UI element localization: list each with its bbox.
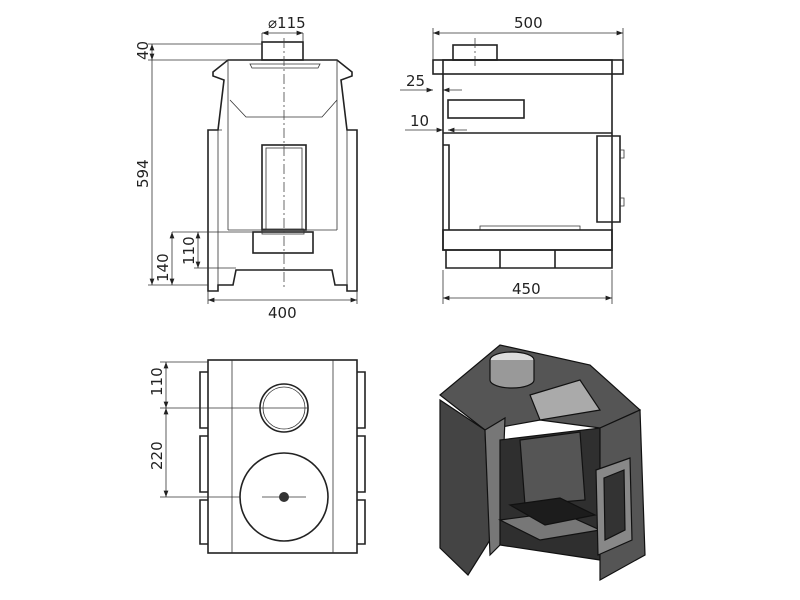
side-body	[442, 59, 613, 251]
dim-top-height: 40	[134, 41, 152, 60]
dim-offset-top: 25	[406, 72, 425, 90]
side-view: 500 25 10 450	[400, 14, 625, 304]
top-view: 110 220	[148, 359, 366, 554]
side-door	[596, 135, 621, 223]
ash-box	[252, 231, 314, 254]
front-body-outline	[207, 59, 358, 292]
dim-base-height: 140	[154, 253, 172, 282]
top-plate	[207, 359, 358, 554]
dim-depth: 500	[514, 14, 543, 32]
dim-offset-mid: 10	[410, 112, 429, 130]
dim-body-height: 594	[134, 159, 152, 188]
dim-width: 400	[268, 304, 297, 322]
dim-flue-diameter: ⌀115	[268, 14, 306, 32]
dim-hob-offset: 220	[148, 441, 166, 470]
dim-base-depth: 450	[512, 280, 541, 298]
flue-pipe	[261, 41, 304, 61]
iso-left-panel	[439, 398, 491, 576]
isometric-view	[439, 344, 646, 582]
front-view: ⌀115 40 594 140 110 400	[134, 14, 358, 322]
dim-ash-height: 110	[180, 236, 198, 265]
dim-flue-offset: 110	[148, 367, 166, 396]
